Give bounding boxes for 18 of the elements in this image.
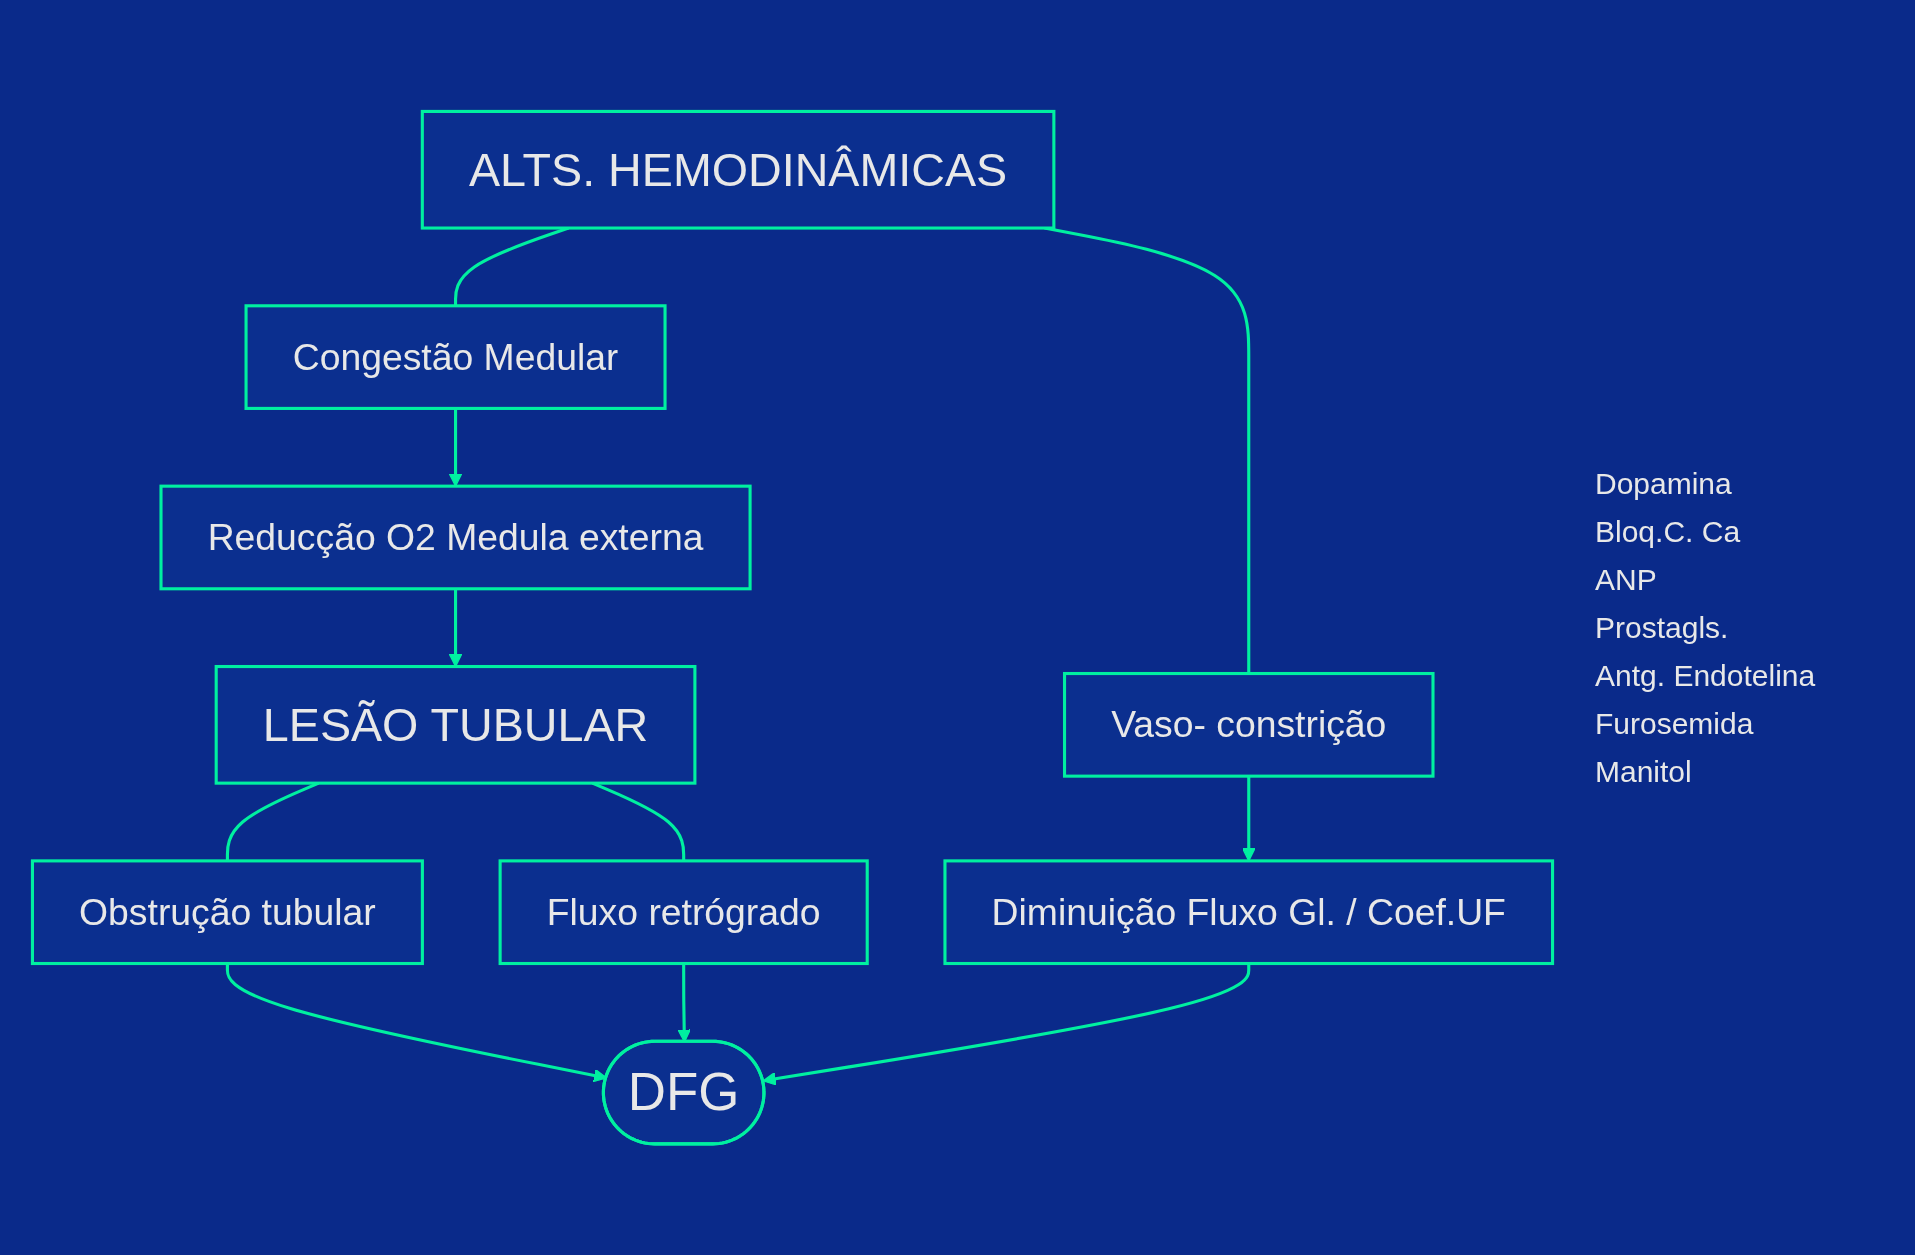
- node-box: Obstrução tubular: [30, 859, 424, 965]
- treatment-note: Furosemida: [1595, 706, 1755, 741]
- node-box: Reducção O2 Medula externa: [159, 484, 752, 591]
- treatment-note: Prostagls.: [1595, 610, 1730, 645]
- node-box: ALTS. HEMODINÂMICAS: [420, 109, 1056, 230]
- arrow: [762, 963, 1251, 1086]
- treatment-note: ANP: [1595, 562, 1658, 597]
- arrow: [448, 588, 463, 667]
- node-box: Congestão Medular: [244, 304, 667, 410]
- treatment-note: Manitol: [1595, 754, 1693, 789]
- node-box: LESÃO TUBULAR: [214, 664, 697, 785]
- node-box: Fluxo retrógrado: [498, 859, 869, 965]
- treatment-note: Antg. Endotelina: [1595, 658, 1817, 693]
- treatment-note: Bloq.C. Ca: [1595, 514, 1742, 549]
- node-box: Diminuição Fluxo Gl. / Coef.UF: [943, 859, 1555, 965]
- arrow: [448, 408, 463, 487]
- treatment-note: Dopamina: [1595, 466, 1733, 501]
- node-box: Vaso- constrição: [1062, 671, 1435, 778]
